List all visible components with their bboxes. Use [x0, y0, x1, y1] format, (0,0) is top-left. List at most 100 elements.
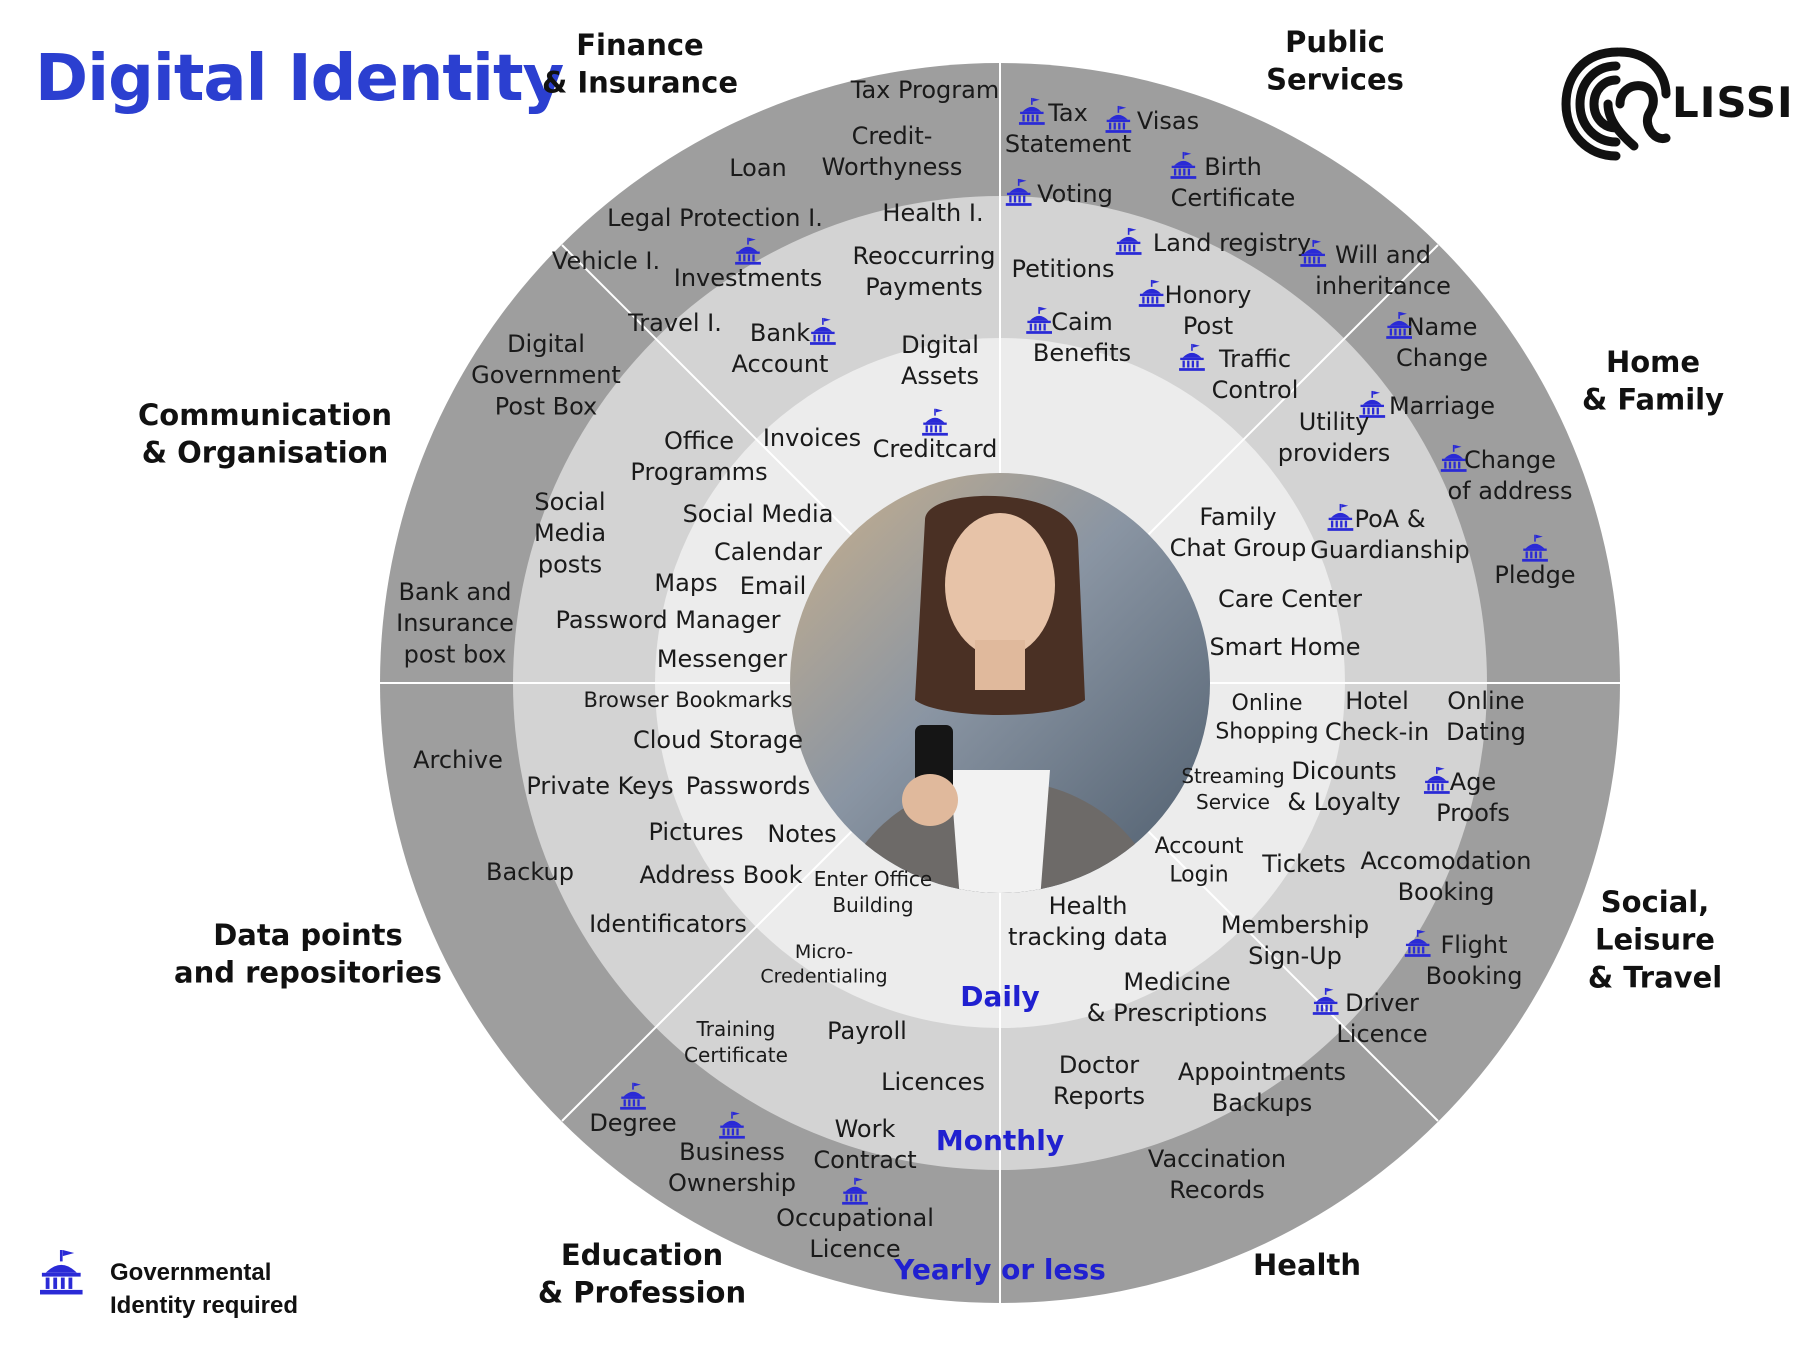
wheel-item: Health I. — [882, 199, 983, 227]
wheel-item: Maps — [654, 569, 717, 597]
wheel-item: Browser Bookmarks — [583, 688, 792, 712]
government-building-icon — [1138, 279, 1165, 307]
wheel-item: Voting — [1037, 180, 1113, 208]
wheel-item: Pledge — [1494, 561, 1575, 589]
logo-text: LISSI — [1672, 78, 1794, 127]
wheel-item: Private Keys — [526, 772, 673, 800]
page-title: Digital Identity — [35, 42, 564, 116]
wheel-item: Care Center — [1218, 585, 1362, 613]
category-label-communication: Communication& Organisation — [138, 398, 392, 470]
wheel-item: Identificators — [589, 910, 747, 938]
wheel-item: Vehicle I. — [552, 247, 660, 275]
wheel-item: Degree — [589, 1109, 676, 1137]
wheel-item: Travel I. — [627, 309, 722, 337]
wheel-item: Password Manager — [556, 606, 781, 634]
wheel-item: Loan — [729, 154, 787, 182]
government-building-icon — [719, 1111, 745, 1139]
government-building-icon — [842, 1177, 868, 1205]
government-building-icon — [40, 1250, 83, 1295]
wheel-item: PoA &Guardianship — [1310, 505, 1469, 564]
wheel-item: Smart Home — [1209, 633, 1360, 661]
wheel-item: Address Book — [640, 861, 803, 889]
lissi-logo — [1561, 47, 1671, 161]
wheel-item: Archive — [413, 746, 503, 774]
wheel-item: Passwords — [686, 772, 811, 800]
wheel-item: Social Media — [683, 500, 834, 528]
wheel-item: Legal Protection I. — [607, 204, 823, 232]
government-building-icon — [1423, 766, 1450, 794]
category-label-social: Social,Leisure& Travel — [1588, 885, 1722, 994]
wheel-item: Visas — [1137, 107, 1199, 135]
sector-dividers — [380, 63, 1620, 1303]
government-building-icon — [1312, 987, 1339, 1015]
user-photo — [790, 473, 1210, 893]
wheel-item: Tax Program — [850, 76, 1000, 104]
frequency-label: Daily — [960, 980, 1040, 1013]
government-building-icon — [1404, 929, 1431, 957]
government-building-icon — [1440, 444, 1467, 472]
government-building-icon — [1018, 97, 1045, 125]
government-building-icon — [1522, 534, 1548, 562]
government-building-icon — [735, 237, 761, 265]
wheel-item: Licences — [881, 1068, 985, 1096]
government-building-icon — [1327, 503, 1354, 531]
wheel-item: Medicine& Prescriptions — [1087, 968, 1267, 1027]
wheel-item: Invoices — [763, 424, 861, 452]
legend — [40, 1250, 83, 1295]
wheel-item: Notes — [767, 820, 836, 848]
category-label-health: Health — [1253, 1248, 1361, 1282]
wheel-item: Dicounts& Loyalty — [1287, 757, 1400, 816]
wheel-item: Email — [740, 572, 807, 600]
category-label-education: Education& Profession — [538, 1238, 746, 1310]
wheel-item: Messenger — [657, 645, 787, 673]
government-building-icon — [810, 317, 836, 345]
wheel-item: Micro-Credentialing — [760, 941, 887, 988]
wheel-item: Calendar — [714, 538, 822, 566]
government-building-icon — [1170, 151, 1197, 179]
category-label-finance: Finance& Insurance — [542, 28, 738, 100]
wheel-item: Cloud Storage — [633, 726, 803, 754]
government-building-icon — [922, 408, 948, 436]
wheel-item: Investments — [674, 264, 822, 292]
category-label-home: Home& Family — [1582, 345, 1724, 417]
wheel-item: Land registry — [1153, 229, 1311, 257]
